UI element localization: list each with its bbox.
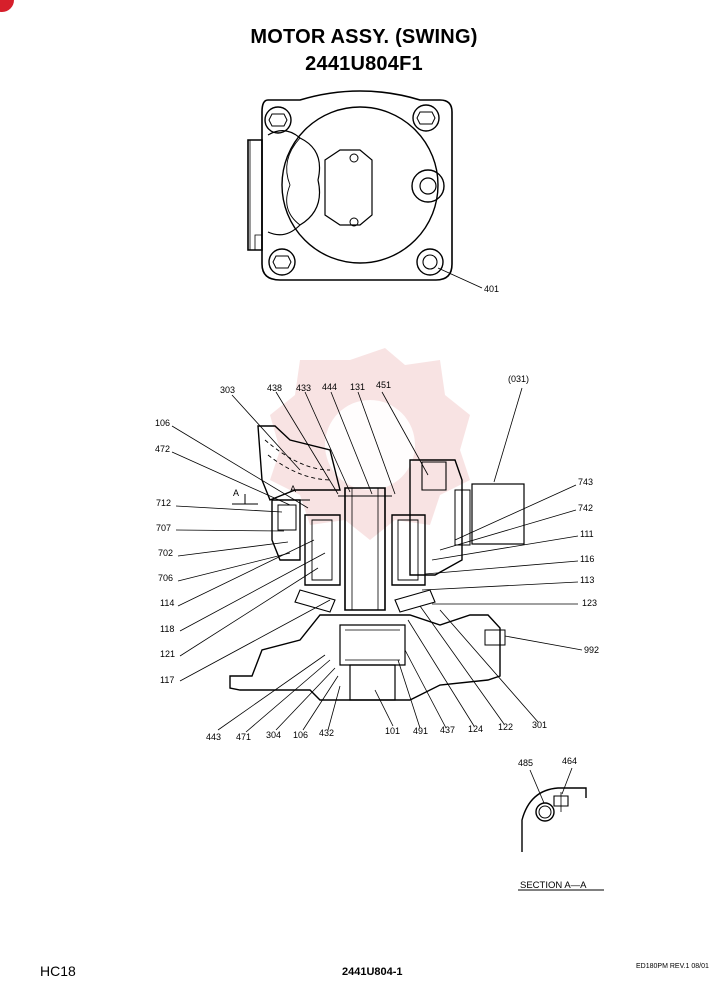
part-number-title: 2441U804F1	[305, 53, 423, 75]
callout-116: 116	[580, 554, 594, 564]
callout-106-upper: 106	[155, 418, 170, 428]
section-marker-a-left: A	[233, 488, 239, 498]
section-caption: SECTION A—A	[520, 880, 587, 891]
callout-743: 743	[578, 477, 593, 487]
callout-111: 111	[580, 529, 594, 539]
detail-view-section-a	[518, 767, 604, 891]
page-title: MOTOR ASSY. (SWING)	[250, 26, 478, 48]
callout-122: 122	[498, 722, 513, 732]
callout-444: 444	[322, 382, 337, 392]
footer-drawing-number: 2441U804-1	[342, 966, 403, 978]
callout-707: 707	[156, 523, 171, 533]
callout-123: 123	[582, 598, 597, 608]
callout-433: 433	[296, 383, 311, 393]
callout-401: 401	[484, 284, 499, 294]
callout-438: 438	[267, 383, 282, 393]
leader-lines	[171, 387, 583, 733]
callout-437: 437	[440, 725, 455, 735]
callout-117: 117	[160, 675, 174, 685]
callout-712: 712	[156, 498, 171, 508]
footer-revision: ED180PM REV.1 08/01	[636, 963, 709, 970]
footer-page-code: HC18	[40, 963, 76, 979]
callout-706: 706	[158, 573, 173, 583]
callout-031: (031)	[508, 374, 529, 384]
callout-113: 113	[580, 575, 594, 585]
callout-304: 304	[266, 730, 281, 740]
callout-443: 443	[206, 732, 221, 742]
callout-101: 101	[385, 726, 400, 736]
callout-121: 121	[160, 649, 175, 659]
watermark-gear-icon	[270, 348, 470, 540]
callout-124: 124	[468, 724, 483, 734]
callout-131: 131	[350, 382, 365, 392]
callout-303: 303	[220, 385, 235, 395]
callout-485: 485	[518, 758, 533, 768]
callout-106-lower: 106	[293, 730, 308, 740]
callout-491: 491	[413, 726, 428, 736]
callout-471: 471	[236, 732, 251, 742]
callout-114: 114	[160, 598, 174, 608]
callout-451: 451	[376, 380, 391, 390]
section-marker-a-right: A	[290, 484, 296, 494]
callout-432: 432	[319, 728, 334, 738]
top-view-housing	[247, 90, 483, 289]
callout-742: 742	[578, 503, 593, 513]
section-view	[229, 425, 525, 701]
callout-118: 118	[160, 624, 174, 634]
callout-702: 702	[158, 548, 173, 558]
callout-301: 301	[532, 720, 547, 730]
callout-472: 472	[155, 444, 170, 454]
callout-464: 464	[562, 756, 577, 766]
callout-992: 992	[584, 645, 599, 655]
